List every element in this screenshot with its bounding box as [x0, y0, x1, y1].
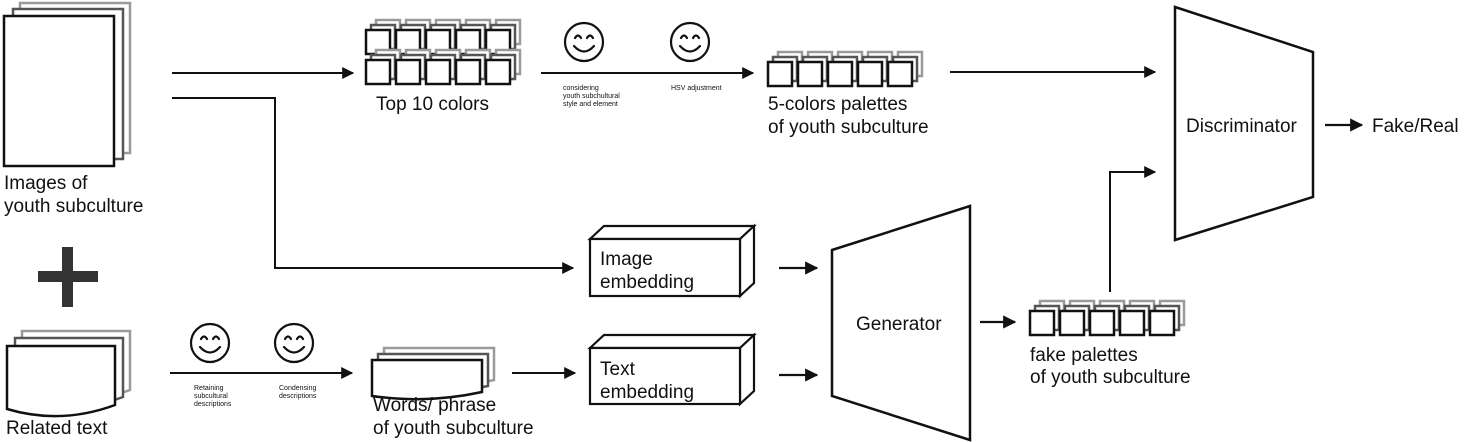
image-embedding-label-line1: Image — [600, 249, 653, 270]
top-step2-label: HSV adjustment — [671, 85, 722, 92]
arrow-fake-to-discriminator — [1109, 166, 1157, 292]
plus-icon — [38, 247, 98, 307]
top-step1-line1: considering — [563, 85, 599, 92]
bottom-step1-line2: subcultural — [194, 393, 228, 400]
image-embedding-block — [587, 223, 757, 299]
fake-palette-row — [1028, 299, 1186, 337]
color-swatch — [484, 58, 512, 86]
image-embedding-label-line2: embedding — [600, 272, 694, 293]
color-swatch — [796, 60, 824, 88]
text-embedding-label-line2: embedding — [600, 382, 694, 403]
fake-palettes-label-line1: fake palettes — [1030, 345, 1138, 366]
smiley-face-icon — [189, 322, 231, 364]
color-swatch — [1028, 309, 1056, 337]
arrow-images-to-image-embedding — [172, 97, 575, 274]
smiley-face-icon — [669, 21, 711, 63]
related-text-label: Related text — [6, 418, 108, 439]
images-label-line1: Images of — [4, 173, 88, 194]
real-palettes-label-line2: of youth subculture — [768, 117, 929, 138]
text-embedding-block — [587, 332, 757, 407]
color-swatch — [1058, 309, 1086, 337]
bottom-step2-line2: descriptions — [279, 393, 317, 400]
top-colors-grid — [364, 18, 522, 86]
generator-block — [830, 204, 972, 442]
words-label-line2: of youth subculture — [373, 418, 534, 439]
words-stack — [370, 346, 496, 401]
text-doc-stack — [5, 329, 132, 418]
text-embedding-label-line1: Text — [600, 359, 636, 380]
color-swatch — [1148, 309, 1176, 337]
top-colors-label: Top 10 colors — [376, 94, 489, 115]
images-label-line2: youth subculture — [4, 196, 143, 217]
top-step1-line2: youth subchultural — [563, 93, 620, 100]
real-palette-row — [766, 50, 924, 88]
color-swatch — [1118, 309, 1146, 337]
discriminator-block — [1173, 5, 1315, 242]
smiley-face-icon — [563, 21, 605, 63]
top-step1-line3: style and element — [563, 101, 618, 108]
color-swatch — [856, 60, 884, 88]
color-swatch — [826, 60, 854, 88]
real-palettes-label-line1: 5-colors palettes — [768, 94, 907, 115]
words-label-line1: Words/ phrase — [373, 395, 496, 416]
bottom-step2-line1: Condensing — [279, 385, 316, 392]
bottom-step1-line3: descriptions — [194, 401, 232, 408]
smiley-face-icon — [273, 322, 315, 364]
color-swatch — [394, 58, 422, 86]
color-swatch — [364, 58, 392, 86]
color-swatch — [886, 60, 914, 88]
fake-palettes-label-line2: of youth subculture — [1030, 367, 1191, 388]
bottom-step1-line1: Retaining — [194, 385, 224, 392]
output-label: Fake/Real — [1372, 116, 1459, 137]
images-stack — [2, 1, 132, 168]
color-swatch — [1088, 309, 1116, 337]
color-swatch — [424, 58, 452, 86]
discriminator-label: Discriminator — [1186, 116, 1298, 137]
color-swatch — [766, 60, 794, 88]
color-swatch — [454, 58, 482, 86]
generator-label: Generator — [856, 314, 942, 335]
